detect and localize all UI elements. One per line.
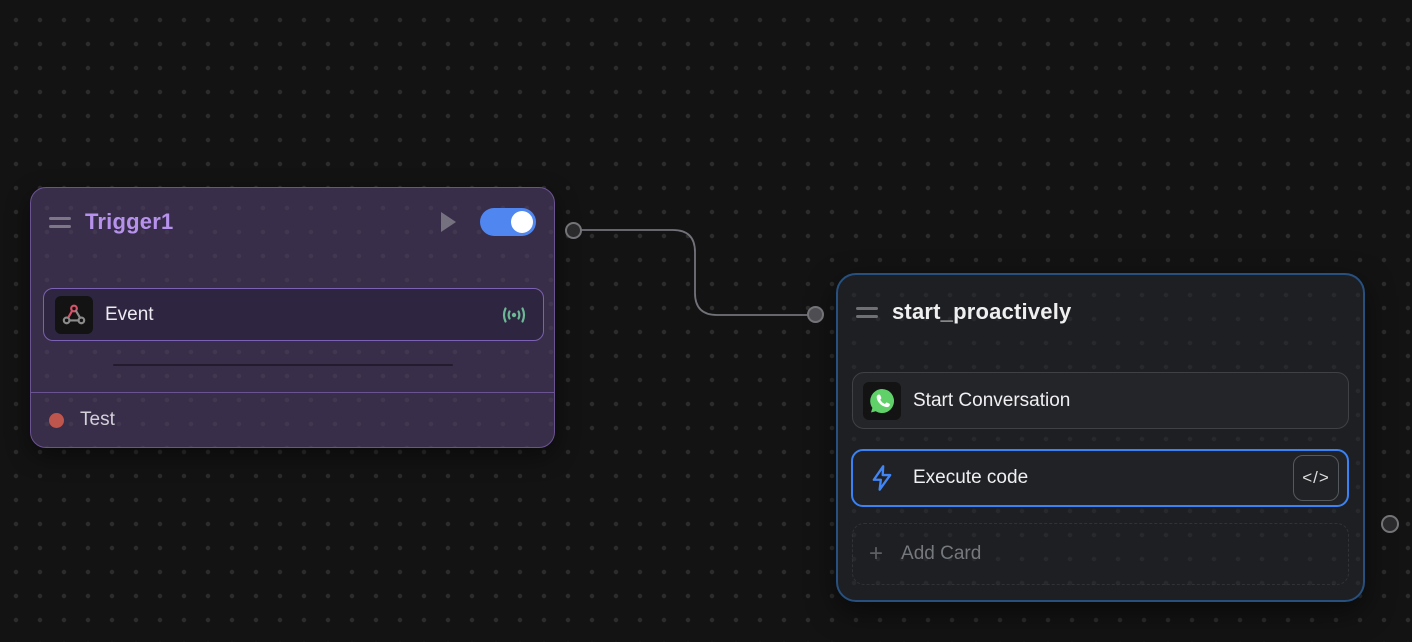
lightning-icon [863,459,901,497]
card-event[interactable]: Event [43,288,544,341]
card-start-conversation-label: Start Conversation [913,389,1071,411]
trigger-node[interactable]: Trigger1 Event [30,187,555,448]
card-execute-code-label: Execute code [913,467,1029,488]
action-node-title: start_proactively [892,299,1072,324]
divider [113,364,453,366]
card-event-label: Event [105,303,154,325]
action-node[interactable]: start_proactively Start Conversation Exe… [836,273,1365,602]
drag-handle-icon[interactable] [49,216,71,228]
card-execute-code[interactable]: Execute code </> [851,449,1349,507]
trigger-output-port[interactable] [565,222,582,239]
action-node-header: start_proactively [838,275,1363,325]
enabled-toggle[interactable] [480,208,536,236]
action-input-port[interactable] [807,306,824,323]
play-icon[interactable] [441,212,456,232]
trigger-node-footer[interactable]: Test [31,392,554,447]
toggle-knob [511,211,533,233]
add-card-label: Add Card [901,543,982,564]
test-label: Test [80,409,115,430]
trigger-node-title: Trigger1 [85,209,174,234]
add-card-button[interactable]: + Add Card [852,523,1349,585]
trigger-node-header: Trigger1 [31,188,554,236]
signal-icon [499,303,529,327]
test-status-dot [49,412,64,428]
whatsapp-icon [863,381,901,420]
webhook-icon [55,295,93,334]
drag-handle-icon[interactable] [856,306,878,318]
card-start-conversation[interactable]: Start Conversation [852,372,1349,429]
action-output-port[interactable] [1381,515,1399,533]
edit-code-button[interactable]: </> [1293,455,1339,501]
plus-icon: + [869,540,884,567]
